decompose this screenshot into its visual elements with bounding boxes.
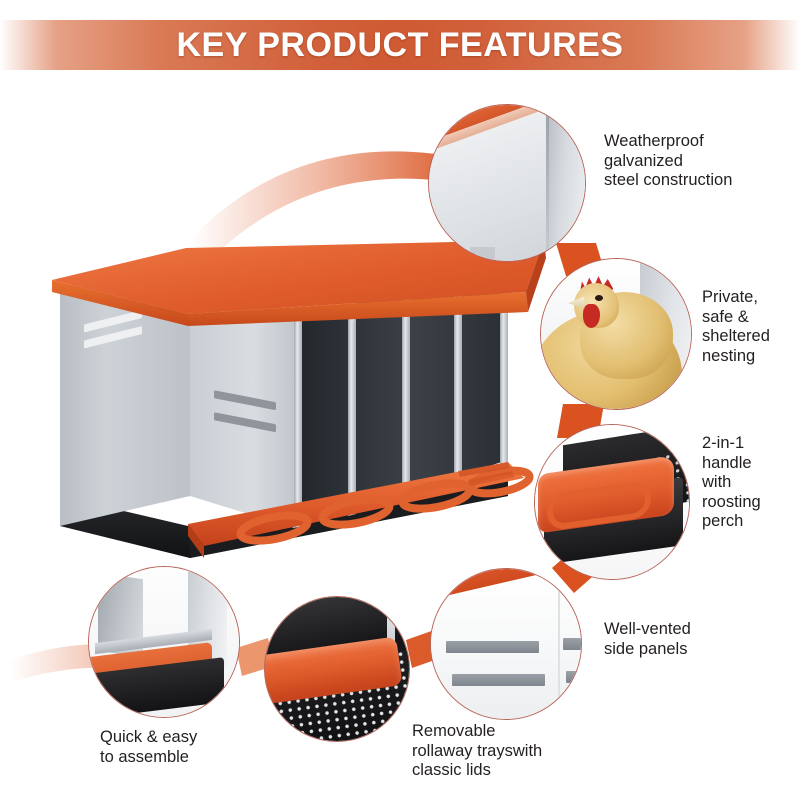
handle-perch-photo <box>535 425 689 579</box>
header-banner <box>0 20 800 70</box>
bubble-rollaway-trays <box>264 596 410 742</box>
vented-panels-photo <box>431 569 581 719</box>
page-title: KEY PRODUCT FEATURES <box>176 26 624 64</box>
bubble-vented-panels <box>430 568 582 720</box>
product-illustration <box>52 240 546 558</box>
rollaway-trays-photo <box>265 597 409 741</box>
feature-label-vented-panels: Well-vented side panels <box>604 620 691 658</box>
feature-label-handle-perch: 2-in-1 handle with roosting perch <box>702 434 761 530</box>
easy-assembly-photo <box>89 567 239 717</box>
feature-label-easy-assembly: Quick & easy to assemble <box>100 728 198 766</box>
feature-label-weatherproof: Weatherproof galvanized steel constructi… <box>604 132 733 189</box>
bubble-handle-perch <box>534 424 690 580</box>
bubble-easy-assembly <box>88 566 240 718</box>
weatherproof-photo <box>429 105 585 261</box>
bubble-weatherproof <box>428 104 586 262</box>
feature-label-private-nesting: Private, safe & sheltered nesting <box>702 288 770 365</box>
hen-photo <box>541 259 691 409</box>
bubble-private-nesting <box>540 258 692 410</box>
feature-label-rollaway-trays: Removable rollaway trayswith classic lid… <box>412 722 543 779</box>
